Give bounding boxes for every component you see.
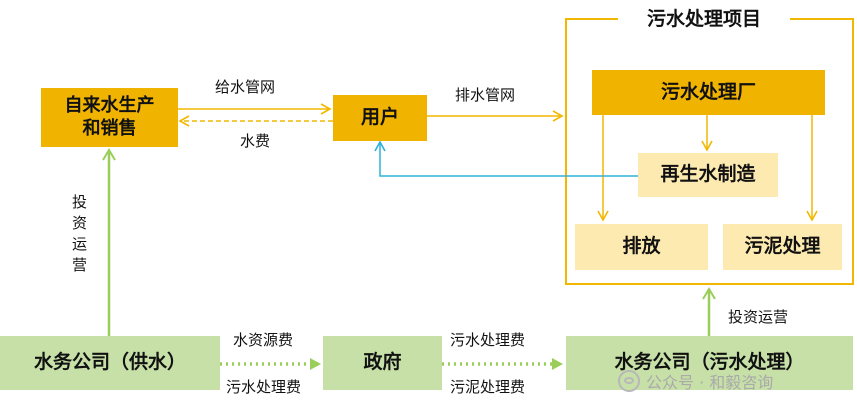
supply-network-label: 给水管网 bbox=[215, 78, 276, 96]
water-fee-label: 水费 bbox=[240, 132, 271, 150]
discharge-node: 排放 bbox=[575, 224, 708, 270]
invest-operate-right-label: 投资运营 bbox=[728, 308, 789, 326]
water-supply-production-node: 自来水生产 和销售 bbox=[41, 88, 178, 147]
sewage-fee-left-label: 污水处理费 bbox=[226, 378, 302, 396]
treatment-plant-node: 污水处理厂 bbox=[592, 70, 825, 115]
reclaimed-water-node: 再生水制造 bbox=[638, 153, 778, 197]
invest-operate-left-label: 投 资 运 营 bbox=[72, 193, 88, 274]
watermark: 公众号 · 和毅咨询 bbox=[618, 369, 773, 393]
wechat-icon bbox=[618, 370, 640, 392]
reclaimed-to-user-arrow bbox=[374, 140, 638, 177]
sludge-node: 污泥处理 bbox=[723, 224, 842, 270]
sewage-fee-right-label: 污水处理费 bbox=[450, 331, 526, 349]
user-node: 用户 bbox=[333, 95, 427, 141]
government-node: 政府 bbox=[323, 336, 442, 390]
water-company-supply-node: 水务公司（供水） bbox=[0, 336, 220, 390]
water-company-sewage-node: 水务公司（污水处理） bbox=[566, 336, 853, 390]
sludge-fee-label: 污泥处理费 bbox=[450, 378, 526, 396]
drainage-network-label: 排水管网 bbox=[455, 86, 516, 104]
project-title: 污水处理项目 bbox=[618, 8, 790, 32]
watermark-text: 公众号 · 和毅咨询 bbox=[646, 373, 774, 392]
water-resource-fee-label: 水资源费 bbox=[233, 331, 294, 349]
